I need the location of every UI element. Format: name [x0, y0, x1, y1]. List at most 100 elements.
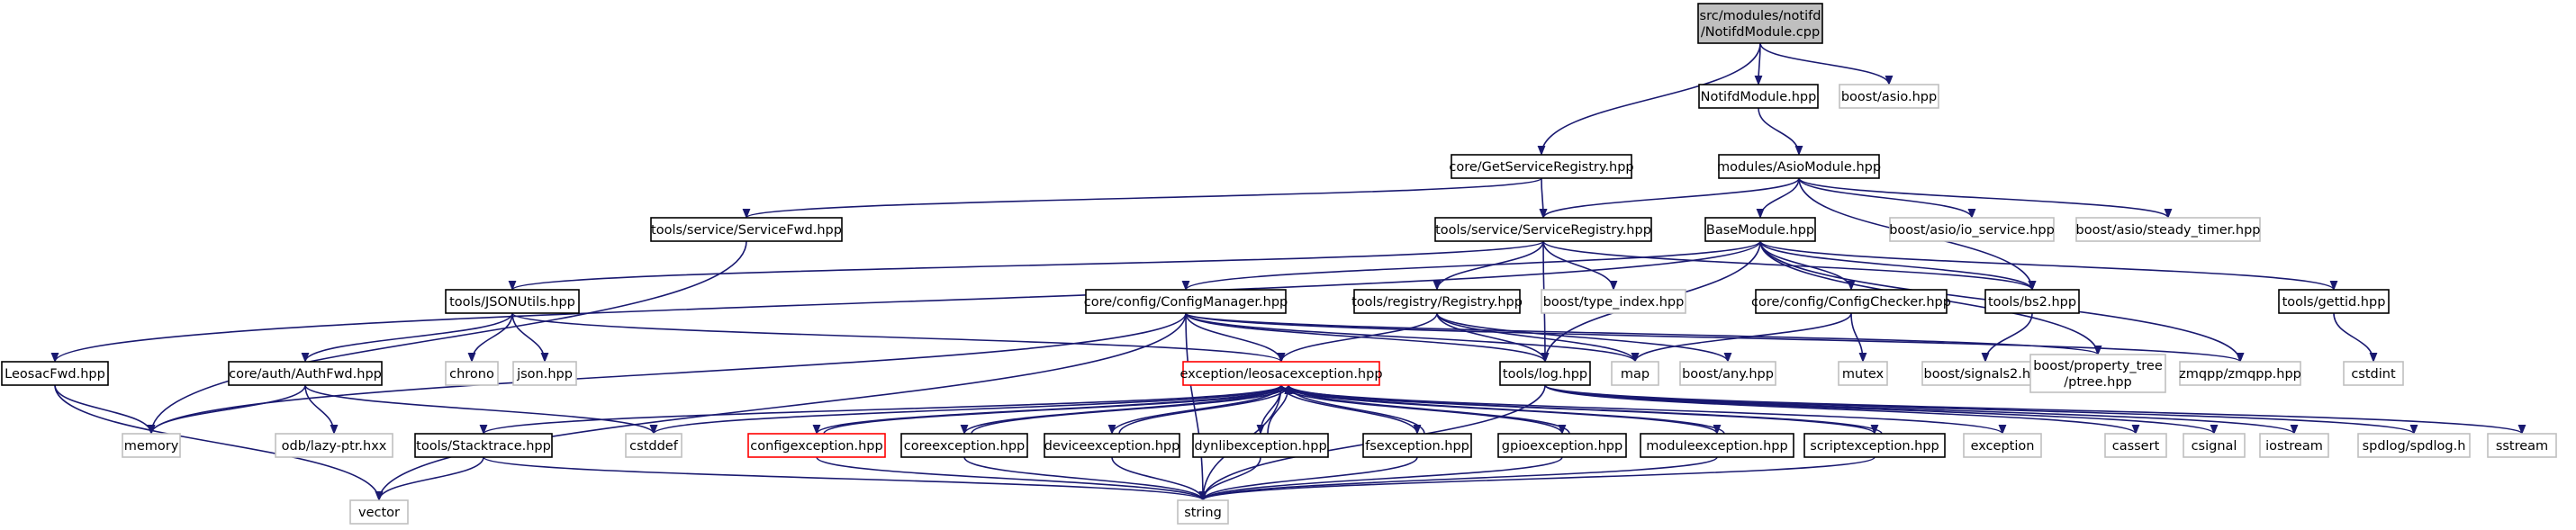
node-label: boost/type_index.hpp	[1543, 295, 1685, 310]
node-spdlog[interactable]: spdlog/spdlog.h	[2357, 433, 2471, 458]
node-type_index[interactable]: boost/type_index.hpp	[1541, 289, 1686, 314]
node-label: tools/registry/Registry.hpp	[1351, 295, 1523, 310]
node-boost_any[interactable]: boost/any.hpp	[1679, 361, 1776, 386]
node-box	[1718, 154, 1880, 179]
node-mutex[interactable]: mutex	[1838, 361, 1888, 386]
node-box	[1182, 361, 1380, 386]
node-label: map	[1621, 367, 1650, 382]
node-leosacfwd[interactable]: LeosacFwd.hpp	[1, 361, 109, 386]
edge-coreexception-to-leosacexception	[971, 383, 1293, 435]
node-label: cstddef	[629, 439, 679, 454]
edge-asiomodule-to-io_service	[1798, 177, 1976, 220]
node-label: boost/any.hpp	[1682, 367, 1774, 382]
node-box	[1640, 433, 1794, 458]
edge-scriptexception-to-string	[1198, 456, 1876, 502]
node-box	[1698, 84, 1819, 109]
node-notifdmodule[interactable]: NotifdModule.hpp	[1698, 84, 1819, 109]
node-leosacexception[interactable]: exception/leosacexception.hpp	[1180, 361, 1383, 386]
node-box	[1177, 499, 1229, 525]
node-label: src/modules/notifd	[1700, 9, 1821, 23]
node-label: /NotifdModule.cpp	[1701, 25, 1820, 40]
node-sstream[interactable]: sstream	[2487, 433, 2557, 458]
node-zmqpp[interactable]: zmqpp/zmqpp.hpp	[2179, 361, 2301, 386]
node-configchecker[interactable]: core/config/ConfigChecker.hpp	[1751, 289, 1951, 314]
edge-moduleexception-to-leosacexception	[1284, 383, 1725, 435]
node-asiomodule[interactable]: modules/AsioModule.hpp	[1717, 154, 1881, 179]
node-cassert[interactable]: cassert	[2104, 433, 2167, 458]
node-deviceexception[interactable]: deviceexception.hpp	[1044, 433, 1180, 458]
node-dynlibexception[interactable]: dynlibexception.hpp	[1192, 433, 1329, 458]
node-getserviceregistry[interactable]: core/GetServiceRegistry.hpp	[1449, 154, 1634, 179]
node-log[interactable]: tools/log.hpp	[1499, 361, 1591, 386]
node-map[interactable]: map	[1611, 361, 1659, 386]
node-label: boost/asio/io_service.hpp	[1889, 223, 2055, 238]
node-moduleexception[interactable]: moduleexception.hpp	[1640, 433, 1794, 458]
node-basemodule[interactable]: BaseModule.hpp	[1704, 217, 1816, 242]
node-servicefwd[interactable]: tools/service/ServiceFwd.hpp	[650, 217, 843, 242]
node-root[interactable]: src/modules/notifd/NotifdModule.cpp	[1697, 3, 1823, 44]
node-label: vector	[358, 506, 400, 520]
node-boost_asio[interactable]: boost/asio.hpp	[1839, 84, 1939, 109]
edge-moduleexception-to-string	[1198, 456, 1718, 502]
node-label: memory	[124, 439, 179, 454]
node-string[interactable]: string	[1177, 499, 1229, 525]
node-signals2[interactable]: boost/signals2.hpp	[1921, 361, 2049, 386]
node-chrono[interactable]: chrono	[445, 361, 499, 386]
node-steady_timer[interactable]: boost/asio/steady_timer.hpp	[2075, 217, 2261, 242]
node-scriptexception[interactable]: scriptexception.hpp	[1803, 433, 1946, 458]
node-label: mutex	[1842, 367, 1885, 382]
node-vector[interactable]: vector	[349, 499, 409, 525]
node-json[interactable]: json.hpp	[512, 361, 577, 386]
node-lazyptr[interactable]: odb/lazy-ptr.hxx	[275, 433, 393, 458]
node-registry[interactable]: tools/registry/Registry.hpp	[1351, 289, 1523, 314]
edge-getserviceregistry-to-serviceregistry	[1539, 177, 1548, 220]
edge-root-to-boost_asio	[1759, 42, 1894, 86]
node-cstdint[interactable]: cstdint	[2343, 361, 2404, 386]
node-iostream[interactable]: iostream	[2259, 433, 2329, 458]
node-exception[interactable]: exception	[1963, 433, 2042, 458]
edge-serviceregistry-to-registry	[1433, 240, 1544, 292]
edge-basemodule-to-bs2	[1759, 240, 2037, 292]
node-box	[1044, 433, 1180, 458]
edge-leosacexception-to-stacktrace	[479, 384, 1282, 436]
node-configmanager[interactable]: core/config/ConfigManager.hpp	[1084, 289, 1288, 314]
edge-leosacexception-to-cstddef	[649, 384, 1282, 436]
node-box	[1541, 289, 1686, 314]
node-bs2[interactable]: tools/bs2.hpp	[1984, 289, 2080, 314]
edge-jsonutils-to-authfwd	[301, 312, 513, 364]
node-label: BaseModule.hpp	[1706, 223, 1814, 238]
node-box	[1984, 289, 2080, 314]
node-io_service[interactable]: boost/asio/io_service.hpp	[1889, 217, 2055, 242]
node-label: tools/gettid.hpp	[2282, 295, 2386, 310]
node-label: boost/property_tree	[2033, 359, 2163, 373]
node-gpioexception[interactable]: gpioexception.hpp	[1497, 433, 1627, 458]
node-serviceregistry[interactable]: tools/service/ServiceRegistry.hpp	[1434, 217, 1652, 242]
node-fsexception[interactable]: fsexception.hpp	[1362, 433, 1472, 458]
edge-authfwd-to-cstddef	[304, 384, 658, 436]
node-box	[900, 433, 1028, 458]
node-label: exception	[1971, 439, 2035, 454]
node-configexception[interactable]: configexception.hpp	[747, 433, 886, 458]
node-box	[2183, 433, 2246, 458]
edge-gettid-to-cstdint	[2333, 312, 2378, 364]
node-gettid[interactable]: tools/gettid.hpp	[2278, 289, 2390, 314]
node-jsonutils[interactable]: tools/JSONUtils.hpp	[445, 289, 580, 314]
node-ptree[interactable]: boost/property_tree/ptree.hpp	[2029, 354, 2166, 393]
edge-stacktrace-to-vector	[375, 456, 484, 502]
node-coreexception[interactable]: coreexception.hpp	[900, 433, 1028, 458]
node-label: dynlibexception.hpp	[1194, 439, 1326, 454]
node-label: cassert	[2112, 439, 2160, 454]
node-label: core/config/ConfigChecker.hpp	[1751, 295, 1951, 310]
edge-root-to-getserviceregistry	[1537, 42, 1761, 157]
node-cstddef[interactable]: cstddef	[625, 433, 682, 458]
edge-configchecker-to-mutex	[1850, 312, 1867, 364]
node-memory[interactable]: memory	[122, 433, 181, 458]
node-stacktrace[interactable]: tools/Stacktrace.hpp	[414, 433, 553, 458]
node-box	[2075, 217, 2261, 242]
node-layer: src/modules/notifd/NotifdModule.cppNotif…	[1, 3, 2557, 525]
node-label: cstdint	[2351, 367, 2396, 382]
edge-configmanager-to-map	[1185, 312, 1640, 364]
node-authfwd[interactable]: core/auth/AuthFwd.hpp	[228, 361, 383, 386]
edge-asiomodule-to-basemodule	[1756, 177, 1800, 220]
node-csignal[interactable]: csignal	[2183, 433, 2246, 458]
